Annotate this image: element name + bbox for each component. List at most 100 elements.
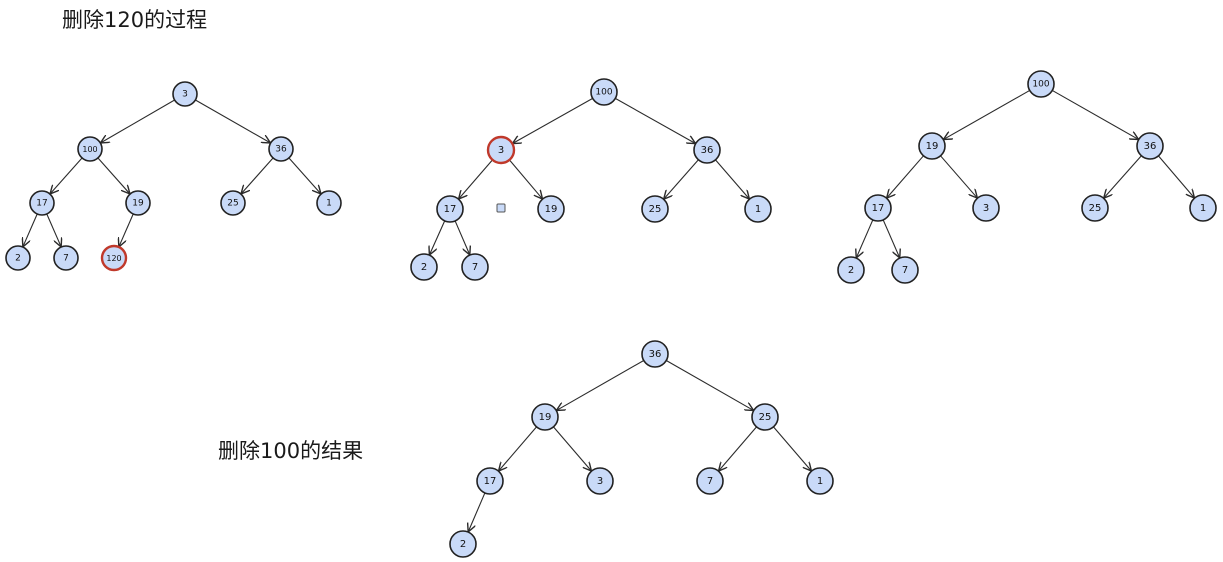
small-selection-marker xyxy=(496,203,506,213)
edge-arrow xyxy=(882,219,899,257)
node-label: 100 xyxy=(82,145,97,154)
node-circle xyxy=(837,256,865,284)
node-label: 25 xyxy=(649,204,662,215)
edge-arrow xyxy=(1104,155,1142,198)
edge-arrow xyxy=(719,426,757,471)
node-label: 1 xyxy=(326,199,332,209)
node-label: 7 xyxy=(707,476,713,487)
node-circle xyxy=(590,78,618,106)
node-circle xyxy=(751,403,779,431)
edge-arrow xyxy=(469,492,486,531)
edge-arrow xyxy=(557,359,644,410)
node-circle xyxy=(531,403,559,431)
node-label: 19 xyxy=(539,412,552,423)
edge-arrow xyxy=(715,159,749,199)
node-label: 7 xyxy=(902,265,908,276)
edge-arrow xyxy=(430,220,446,254)
node-circle xyxy=(586,467,614,495)
node-circle xyxy=(476,467,504,495)
node-circle xyxy=(641,195,669,223)
edge-arrow xyxy=(119,213,134,246)
node-circle xyxy=(29,190,55,216)
node-label: 36 xyxy=(275,145,287,155)
edge-arrow xyxy=(553,426,590,471)
edge-arrow xyxy=(887,155,924,198)
node-label: 36 xyxy=(701,145,714,156)
edge-arrow xyxy=(195,99,269,143)
edge-arrow xyxy=(508,159,542,198)
node-label: 36 xyxy=(649,349,662,360)
highlighted-node-circle xyxy=(486,135,516,165)
node-circle xyxy=(693,136,721,164)
node-circle xyxy=(172,81,198,107)
node-label: 1 xyxy=(755,204,761,215)
node-circle xyxy=(1081,194,1109,222)
node-label: 36 xyxy=(1144,141,1157,152)
node-label: 25 xyxy=(759,412,772,423)
node-label: 100 xyxy=(1032,80,1049,90)
node-circle xyxy=(53,245,79,271)
node-circle xyxy=(864,194,892,222)
node-circle xyxy=(461,253,489,281)
node-circle xyxy=(449,530,477,558)
node-label: 17 xyxy=(872,203,885,214)
node-circle xyxy=(744,195,772,223)
node-label: 1 xyxy=(817,476,823,487)
node-label: 17 xyxy=(444,204,457,215)
node-label: 1 xyxy=(1200,203,1206,214)
edge-arrow xyxy=(857,219,874,257)
edge-arrow xyxy=(664,159,699,199)
edge-arrow xyxy=(97,157,129,193)
node-circle xyxy=(5,245,31,271)
caption-delete-120-process: 删除120的过程 xyxy=(62,8,208,32)
edge-arrow xyxy=(454,220,469,254)
node-circle xyxy=(77,136,103,162)
node-label: 100 xyxy=(595,88,612,98)
node-label: 19 xyxy=(926,141,939,152)
node-label: 2 xyxy=(460,539,466,550)
highlighted-node-circle xyxy=(100,244,128,272)
edge-arrow xyxy=(944,89,1030,139)
caption-delete-100-result: 删除100的结果 xyxy=(218,439,364,463)
node-label: 3 xyxy=(498,145,504,156)
edge-arrow xyxy=(459,159,493,199)
edge-arrow xyxy=(1052,89,1138,139)
tree-1 xyxy=(23,99,320,246)
node-label: 25 xyxy=(1089,203,1102,214)
edge-arrow xyxy=(513,97,593,143)
node-label: 17 xyxy=(36,199,47,209)
node-label: 3 xyxy=(182,90,188,100)
tree-4-nodes: 36 19 25 17 3 7 1 2 xyxy=(449,340,834,558)
tree-4 xyxy=(469,359,811,531)
edge-arrow xyxy=(499,426,537,471)
edge-arrow xyxy=(773,426,810,471)
node-label: 120 xyxy=(106,254,121,263)
node-circle xyxy=(806,467,834,495)
node-label: 2 xyxy=(15,254,21,264)
edge-arrow xyxy=(46,213,61,246)
edge-arrow xyxy=(101,99,175,142)
node-label: 19 xyxy=(132,199,144,209)
node-circle xyxy=(1136,132,1164,160)
edge-arrow xyxy=(23,213,38,246)
edge-arrow xyxy=(51,157,83,193)
edge-arrow xyxy=(288,157,320,193)
node-label: 25 xyxy=(227,199,238,209)
node-circle xyxy=(696,467,724,495)
node-circle xyxy=(125,190,151,216)
node-label: 2 xyxy=(421,262,427,273)
edge-arrow xyxy=(615,97,694,143)
node-label: 17 xyxy=(484,476,497,487)
node-circle xyxy=(891,256,919,284)
node-label: 3 xyxy=(597,476,603,487)
node-label: 7 xyxy=(472,262,478,273)
node-circle xyxy=(220,190,246,216)
node-circle xyxy=(1189,194,1217,222)
node-circle xyxy=(436,195,464,223)
node-circle xyxy=(316,190,342,216)
tree-2 xyxy=(430,97,749,254)
